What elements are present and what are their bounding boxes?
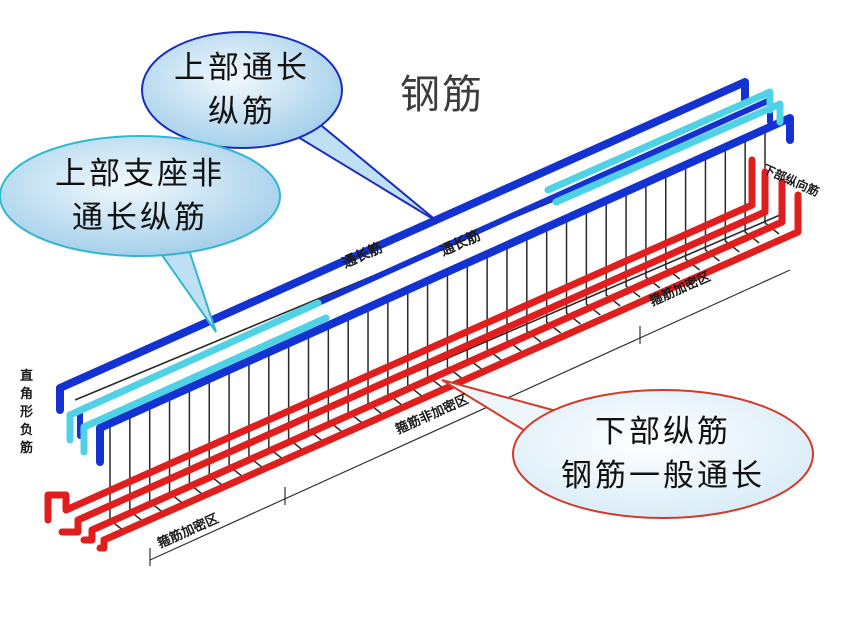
right-angle-negative-char-3: 形 [20,405,33,420]
stirrup [545,227,562,334]
callout-bottom-bubble [512,389,814,519]
stirrup-non-dense-label: 箍筋非加密区 [393,391,471,437]
top-bar-front [96,114,794,466]
support-bar-right-2 [552,100,784,206]
bottom-longitudinal-bar-label: 下部纵向筋 [761,161,822,199]
stirrup [387,299,403,406]
dimension-line-bottom [149,269,791,561]
stirrup [684,164,701,271]
callout-support [0,135,281,333]
stirrup [645,182,661,289]
stirrup [704,155,720,262]
callout-bottom-text: 下部纵筋 钢筋一般通长 [533,410,793,498]
callout-support-bubble [0,135,281,257]
stirrup [466,263,482,370]
callout-top-through-line-2: 纵筋 [208,94,276,130]
dimension-lines [149,269,791,566]
support-bar-right-1 [544,88,774,194]
stirrup [506,245,522,352]
stirrup [665,173,681,280]
callout-top-through-bubble [141,31,343,149]
right-angle-negative-label: 直 角 形 负 筋 [19,368,33,456]
bottom-bars [44,156,802,552]
right-angle-negative-char-5: 筋 [19,440,33,456]
callout-bottom-line-2: 钢筋一般通长 [561,458,765,494]
slide-title: 钢筋 [400,72,484,118]
stirrup [764,128,780,235]
callout-bottom-line-1: 下部纵筋 [595,414,731,450]
through-bar-label-1: 通长筋 [340,239,385,272]
stirrup [724,146,740,253]
callout-support-line-2: 通长纵筋 [72,200,208,236]
callout-support-text: 上部支座非 通长纵筋 [20,152,260,240]
callout-top-through-line-1: 上部通长 [174,50,310,86]
callout-top-through [141,31,439,223]
bottom-bar-1 [44,156,756,524]
stirrup [406,290,423,397]
bottom-bar-2 [58,168,769,536]
stirrup [605,200,621,307]
support-bar-left-1 [66,299,322,444]
stirrup [526,236,542,343]
stirrup [585,209,601,316]
callout-support-line-1: 上部支座非 [55,156,225,192]
stirrup [744,137,760,244]
right-angle-negative-char-2: 角 [20,386,33,402]
stirrup [565,218,581,325]
bottom-bar-3 [80,178,786,544]
support-bar-left-2 [80,314,330,456]
right-angle-negative-char-4: 负 [20,422,33,438]
support-bars [66,88,784,456]
stirrup [625,191,641,298]
right-angle-negative-char-1: 直 [20,368,33,384]
bottom-bar-4 [96,191,802,552]
callout-bottom [441,379,814,519]
callout-top-through-text: 上部通长 纵筋 [152,46,332,134]
top-bar-rear [56,78,749,414]
stirrup [426,281,443,388]
stirrup [486,254,502,361]
stirrup [446,272,462,379]
